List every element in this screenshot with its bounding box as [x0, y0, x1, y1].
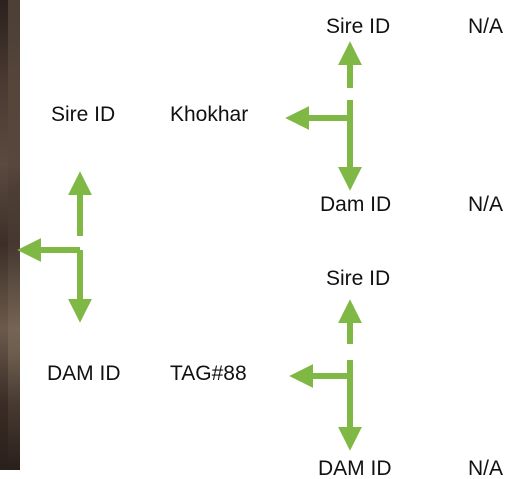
top-sire-value: N/A — [468, 15, 504, 38]
animal-photo-strip — [0, 0, 20, 470]
bottom-sire-label: Sire ID — [326, 267, 391, 290]
top-dam-label: Dam ID — [320, 193, 392, 216]
sire-label: Sire ID — [51, 103, 116, 126]
dam-value: TAG#88 — [170, 362, 247, 385]
bottom-dam-value: N/A — [468, 457, 504, 479]
top-sire-label: Sire ID — [326, 15, 391, 38]
dam-label: DAM ID — [47, 362, 121, 385]
bottom-dam-label: DAM ID — [318, 457, 392, 479]
sire-value: Khokhar — [170, 103, 249, 126]
top-dam-value: N/A — [468, 193, 504, 216]
